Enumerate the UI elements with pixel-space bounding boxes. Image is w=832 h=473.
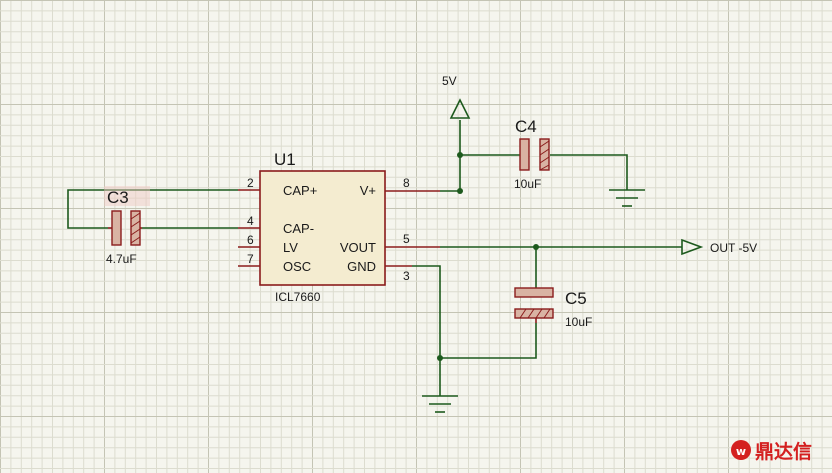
wire-vplus [440,120,461,192]
junction-dot [457,152,463,158]
ic-u1[interactable]: U1 ICL7660 CAP+ CAP- LV OSC V+ VOUT GND … [238,150,440,304]
junction-dot [457,188,463,194]
ground-c4[interactable] [609,189,645,207]
power-label: 5V [442,74,457,88]
pin-name-lv: LV [283,240,298,255]
pin-name-osc: OSC [283,259,311,274]
pin-name-cap-minus: CAP- [283,221,314,236]
capacitor-c3[interactable]: C3 4.7uF [104,186,150,266]
power-arrow-icon [449,98,471,119]
svg-text:w: w [736,445,746,458]
pin-name-vplus: V+ [360,183,376,198]
watermark-text: 鼎达信 [755,440,812,463]
c5-value-label: 10uF [565,315,592,329]
watermark-logo-icon [731,440,751,460]
ic-body [259,170,386,286]
junction-dot [437,355,443,361]
wire-c5-bottom [440,323,537,359]
pin-num-5: 5 [403,232,410,246]
c4-ref-label: C4 [515,117,537,136]
c3-ref-label: C3 [107,188,129,207]
output-label: OUT -5V [710,241,757,255]
wire-cap-plus [67,189,238,229]
ground-main[interactable] [422,395,458,413]
ic-part-label: ICL7660 [275,290,321,304]
wire-c4-right [550,154,628,190]
pin-num-2: 2 [247,176,254,190]
pin-name-vout: VOUT [340,240,376,255]
pin-num-7: 7 [247,252,254,266]
pin-num-3: 3 [403,269,410,283]
output-terminal[interactable]: OUT -5V [681,238,757,256]
output-arrow-icon [681,238,704,256]
pin-name-gnd: GND [347,259,376,274]
junctions [437,152,539,361]
c5-ref-label: C5 [565,289,587,308]
watermark: w 鼎达信 [731,440,812,463]
junction-dot [533,244,539,250]
c3-value-label: 4.7uF [106,252,137,266]
c5-plate-top [514,287,554,298]
capacitor-c4[interactable]: C4 10uF [514,117,550,191]
c3-label-highlight [104,186,150,206]
pin-num-8: 8 [403,176,410,190]
c4-plate-left [519,138,530,171]
c3-plate-left [111,210,122,246]
pin-name-cap-plus: CAP+ [283,183,317,198]
power-5v[interactable]: 5V [442,74,471,119]
capacitor-c5[interactable]: C5 10uF [514,287,592,329]
wires [67,120,682,396]
pin-num-6: 6 [247,233,254,247]
ic-ref-label: U1 [274,150,296,169]
c4-value-label: 10uF [514,177,541,191]
wire-gnd [412,265,441,396]
pin-num-4: 4 [247,214,254,228]
